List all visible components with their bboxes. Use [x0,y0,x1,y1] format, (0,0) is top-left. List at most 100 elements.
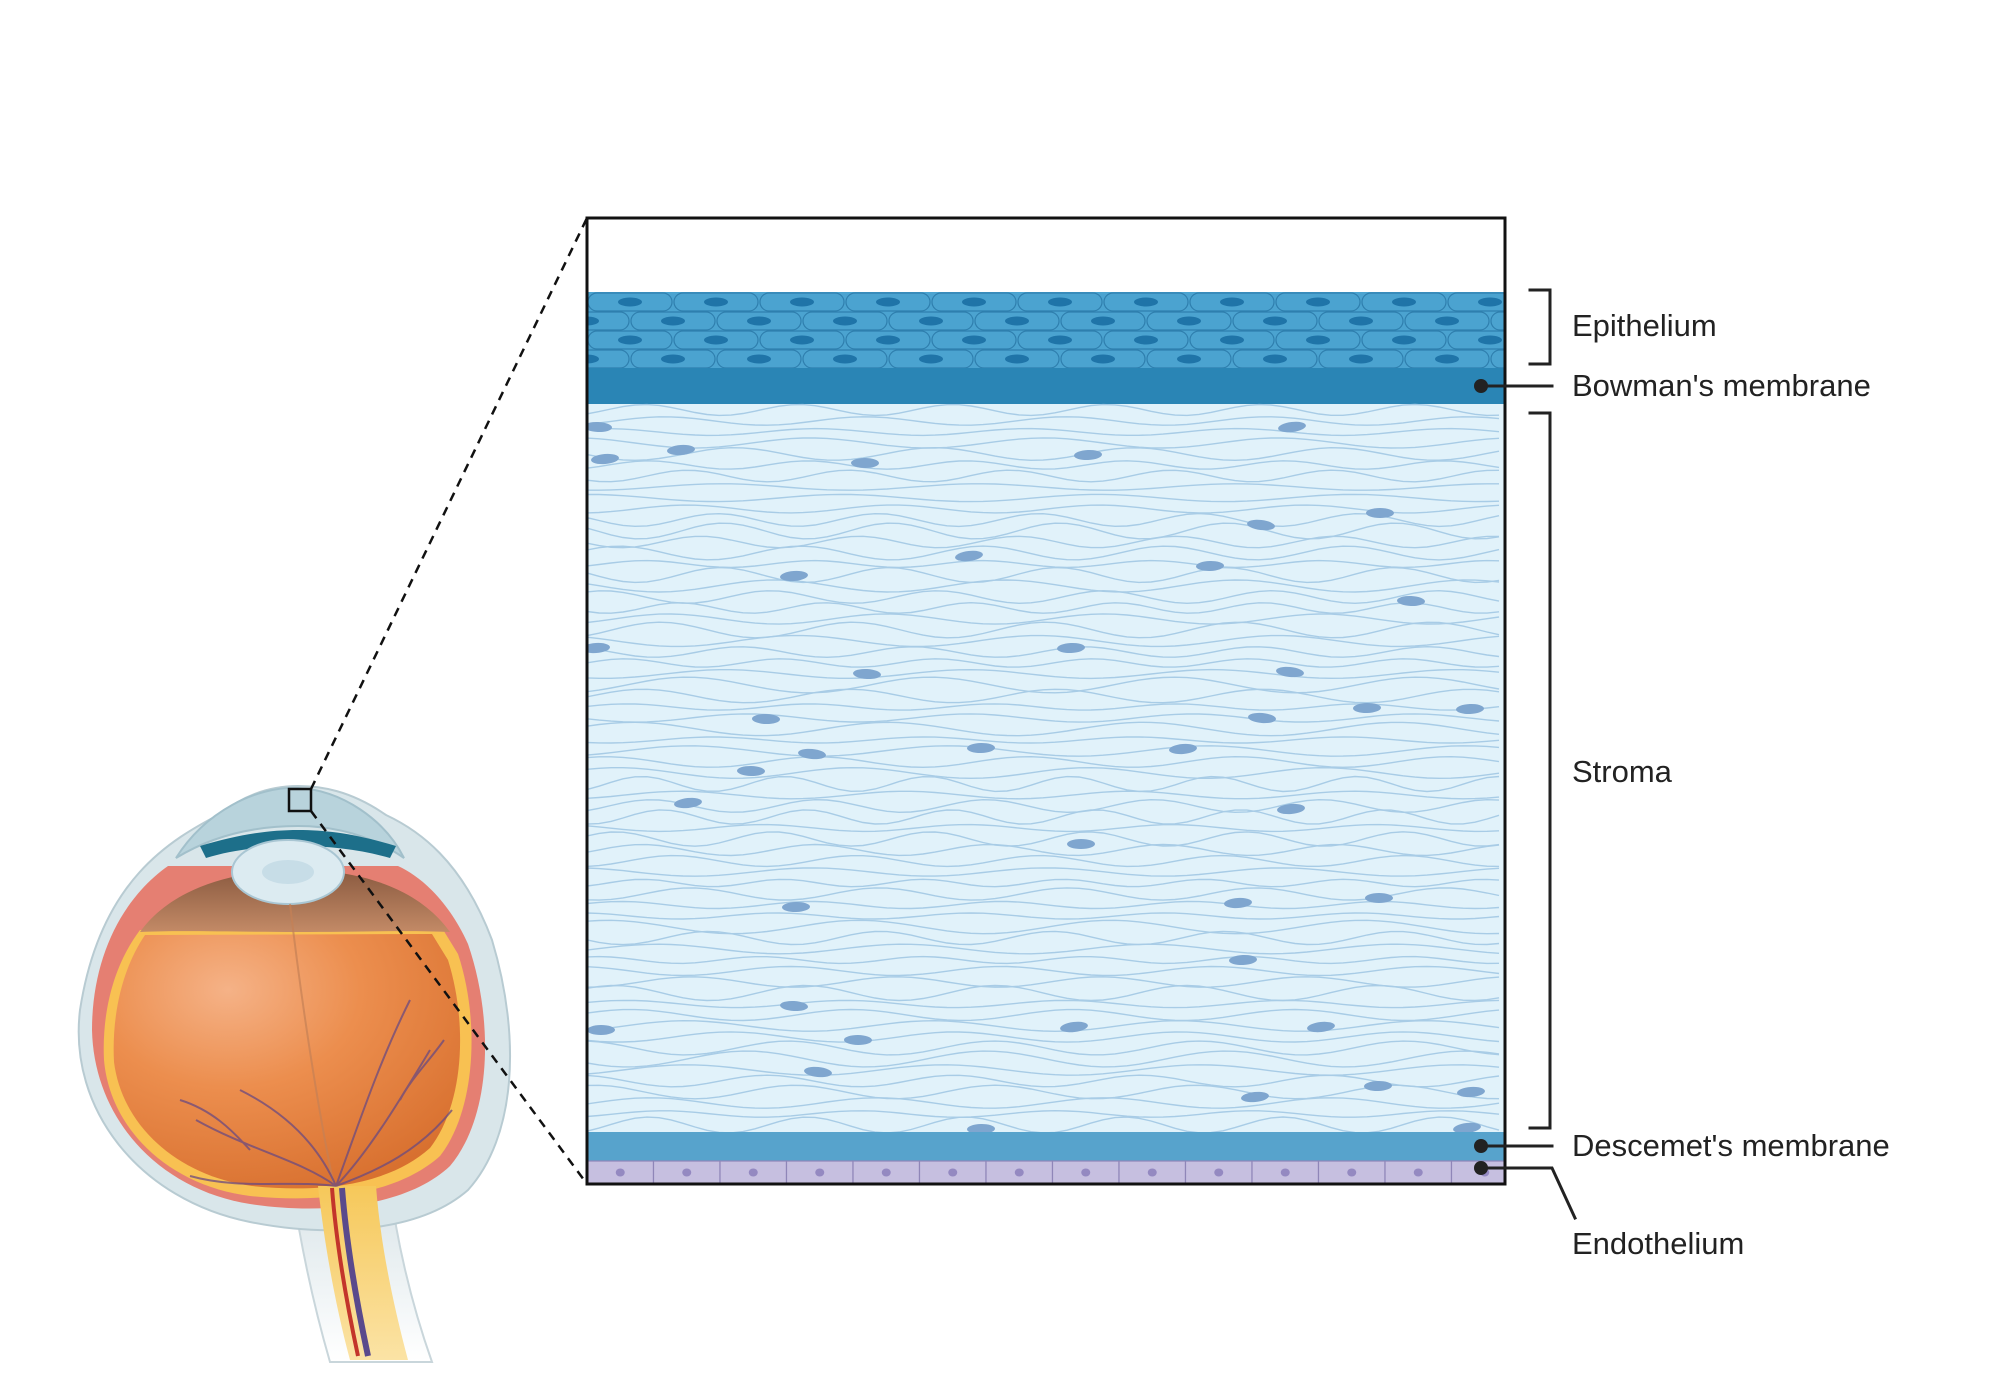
keratocyte [1456,703,1484,715]
epithelial-nucleus [1048,335,1072,345]
stroma-fiber [587,1008,1500,1022]
keratocyte [674,797,702,809]
keratocyte [1196,560,1224,572]
keratocyte [1169,743,1197,755]
epithelial-cell [587,311,630,331]
stroma-fiber [587,579,1500,593]
stroma-fiber [587,658,1500,668]
stroma-fiber [587,831,1500,847]
epithelial-nucleus [962,297,986,307]
keratocyte [1241,1091,1269,1103]
keratocyte [1364,1080,1392,1092]
endothelium-leader [1480,1166,1577,1220]
keratocyte [1397,595,1425,607]
epithelial-nucleus [1005,316,1029,326]
stroma-label: Stroma [1572,754,1672,789]
stroma-fiber [587,713,1500,723]
stroma-fiber [587,613,1500,625]
epithelial-nucleus [1263,354,1287,364]
stroma-fiber [587,668,1500,680]
stroma-fiber [587,930,1500,946]
epithelial-nucleus [1134,335,1158,345]
epithelial-nucleus [1478,297,1502,307]
keratocyte [955,550,983,562]
stroma-fiber [587,566,1500,584]
stroma-fiber [587,809,1500,825]
stroma-fiber [587,504,1500,514]
stroma-bracket [1528,411,1552,1130]
stroma-fiber [587,976,1500,988]
epithelial-nucleus [661,354,685,364]
descemet-membrane-layer [587,1132,1505,1161]
epithelial-nucleus [919,316,943,326]
stroma-fiber [587,984,1500,1002]
keratocyte [1060,1021,1088,1033]
endothelium-layer [587,1160,1505,1184]
stroma-fiber [587,469,1500,483]
stroma-fiber [587,1084,1500,1100]
section-frame [585,216,1507,1186]
stroma-fiber [587,416,1500,426]
stroma-fiber [587,745,1500,757]
stroma-fiber [587,790,1500,800]
stroma-fiber [587,601,1500,614]
endothelial-nucleus [1214,1168,1224,1177]
optic-nerve [318,1186,408,1360]
epithelial-nucleus [1349,354,1373,364]
endothelial-nucleus [748,1168,758,1177]
keratocyte [1247,519,1275,531]
epithelial-nucleus [1435,316,1459,326]
endothelial-nucleus [1280,1168,1290,1177]
retinal-vessels [179,999,453,1187]
cornea [175,786,405,859]
epithelial-nucleus [833,354,857,364]
zoom-box-icon [287,787,313,813]
stroma-fiber [587,912,1500,920]
stroma-fiber [587,688,1500,704]
epithelial-cell [1577,350,1661,368]
epithelial-nucleus [1478,335,1502,345]
keratocyte [1074,449,1102,461]
epithelial-nucleus [661,316,685,326]
epithelium-label: Epithelium [1572,308,1717,343]
epithelial-nucleus [876,335,900,345]
epithelial-nucleus [1220,335,1244,345]
epithelial-nucleus [1521,317,1545,326]
stroma-fiber [587,403,1500,417]
keratocyte [1057,642,1085,654]
stroma-fiber [587,854,1500,868]
stroma-fiber [587,446,1500,462]
stroma-fiber [587,1031,1500,1043]
stroma-fiber [587,999,1500,1009]
endothelial-nucleus [615,1168,625,1177]
keratocyte [1067,838,1095,850]
epithelial-nucleus [790,297,814,307]
epithelial-nucleus [1263,316,1287,326]
epithelial-nucleus [1349,316,1373,326]
bowman-marker [1474,379,1488,393]
endothelial-nucleus [881,1168,891,1177]
epithelial-nucleus [1048,297,1072,307]
endothelial-nucleus [1413,1168,1423,1177]
stroma-fiber [587,634,1500,648]
stroma-fibers [587,403,1500,1134]
stroma-fiber [587,522,1500,540]
keratocyte [1366,507,1394,519]
keratocyte [591,453,619,465]
keratocyte [1229,954,1257,966]
central-retinal-vein [339,1187,371,1357]
central-retinal-artery [330,1187,360,1357]
endothelial-nucleus [682,1168,692,1177]
vitreous-body [113,934,461,1189]
keratocyte [853,668,881,680]
epithelial-cell [1447,292,1505,312]
epithelial-nucleus [618,297,642,307]
keratocyte [1248,712,1276,724]
stroma-fiber [587,427,1500,437]
zoom-line-bottom [309,810,589,1185]
epithelial-nucleus [618,335,642,345]
stroma-fiber [587,943,1500,955]
stroma-fiber [587,545,1500,561]
stroma-fiber [587,493,1500,503]
